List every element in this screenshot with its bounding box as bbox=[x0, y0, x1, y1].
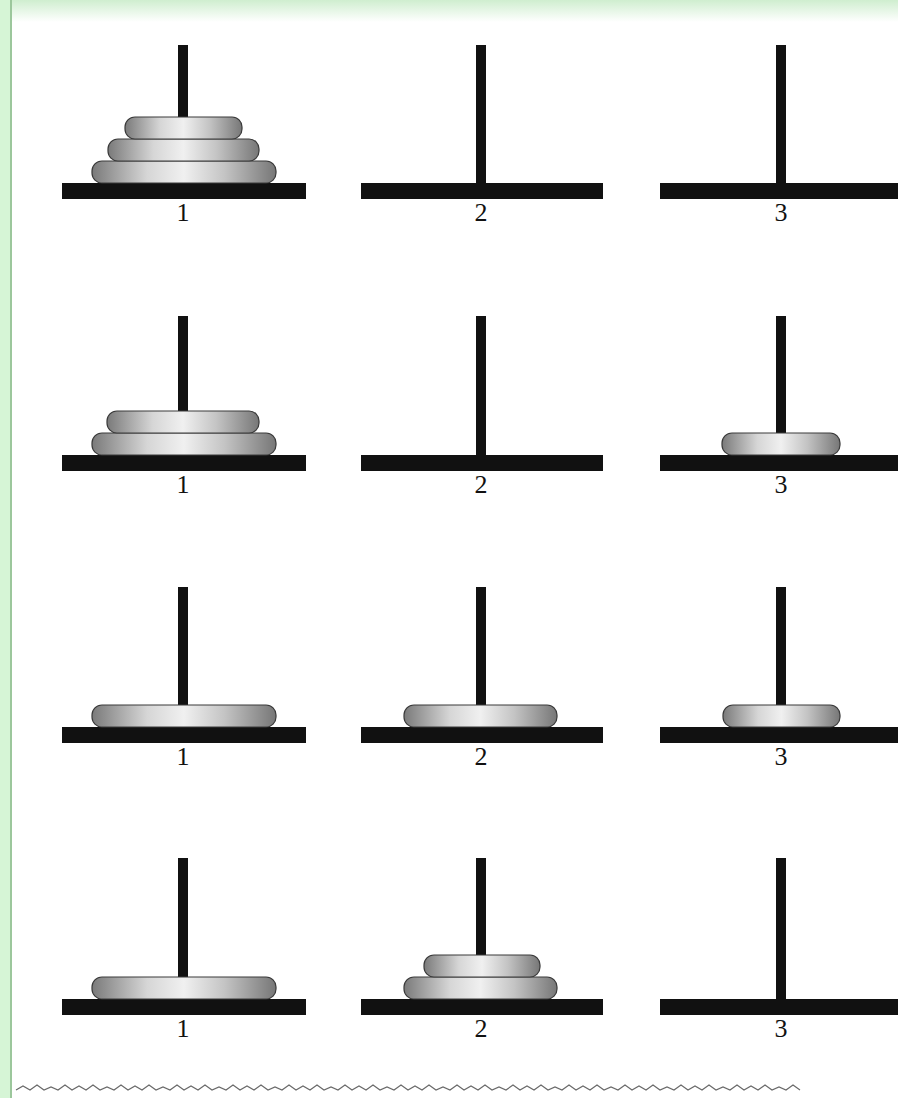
peg-number: 3 bbox=[759, 470, 803, 500]
peg-number: 1 bbox=[161, 742, 205, 772]
large-disk bbox=[92, 705, 276, 727]
peg-base bbox=[62, 183, 306, 199]
torn-edge bbox=[16, 1085, 800, 1090]
peg-base bbox=[361, 183, 603, 199]
medium-disk bbox=[107, 411, 259, 433]
peg bbox=[476, 45, 486, 185]
top-fade bbox=[0, 0, 898, 22]
peg-base bbox=[62, 999, 306, 1015]
peg-base bbox=[660, 455, 898, 471]
peg-number: 3 bbox=[759, 742, 803, 772]
peg-number: 2 bbox=[459, 1014, 503, 1044]
peg-base bbox=[660, 727, 898, 743]
peg bbox=[776, 858, 786, 1001]
peg-number: 2 bbox=[459, 742, 503, 772]
peg-number: 3 bbox=[759, 198, 803, 228]
small-disk bbox=[723, 705, 840, 727]
peg-number: 3 bbox=[759, 1014, 803, 1044]
peg-number: 1 bbox=[161, 1014, 205, 1044]
peg-base bbox=[660, 183, 898, 199]
disks bbox=[92, 117, 840, 999]
peg-number: 1 bbox=[161, 198, 205, 228]
bases bbox=[62, 183, 898, 1015]
peg-base bbox=[62, 727, 306, 743]
peg-base bbox=[361, 455, 603, 471]
peg-base bbox=[361, 999, 603, 1015]
small-disk bbox=[722, 433, 840, 455]
peg-number: 2 bbox=[459, 470, 503, 500]
side-strip bbox=[0, 0, 10, 1098]
small-disk bbox=[424, 955, 540, 977]
peg-base bbox=[660, 999, 898, 1015]
peg bbox=[776, 45, 786, 185]
small-disk bbox=[125, 117, 242, 139]
peg-base bbox=[361, 727, 603, 743]
large-disk bbox=[92, 433, 276, 455]
large-disk bbox=[92, 161, 276, 183]
medium-disk bbox=[108, 139, 259, 161]
side-line bbox=[10, 0, 12, 1098]
peg-base bbox=[62, 455, 306, 471]
medium-disk bbox=[404, 705, 557, 727]
peg-number: 2 bbox=[459, 198, 503, 228]
medium-disk bbox=[404, 977, 557, 999]
peg-number: 1 bbox=[161, 470, 205, 500]
large-disk bbox=[92, 977, 276, 999]
peg bbox=[476, 316, 486, 457]
